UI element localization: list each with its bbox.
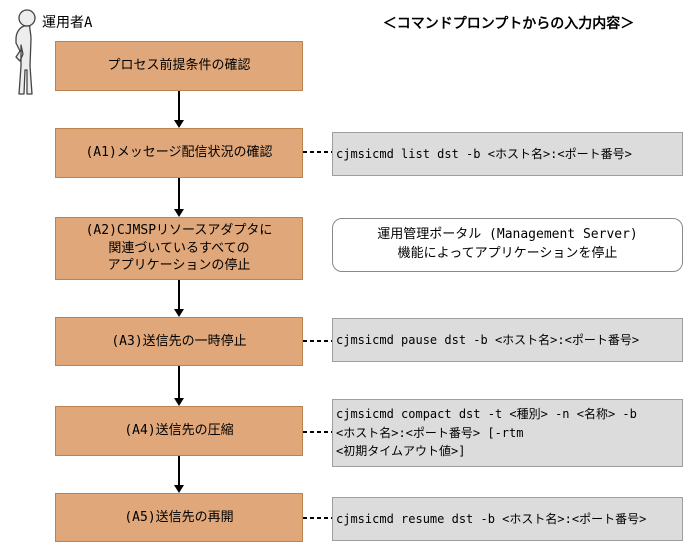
flow-arrow-5 <box>173 456 185 493</box>
operator-person-icon <box>15 9 36 95</box>
process-box-a1: (A1)メッセージ配信状況の確認 <box>55 128 303 178</box>
arrow-shaft <box>178 178 180 209</box>
command-box-a1-text: cjmsicmd list dst -b <ホスト名>:<ポート番号> <box>336 146 632 161</box>
process-box-a5-label: (A5)送信先の再開 <box>124 509 234 525</box>
note-box-a2: 運用管理ポータル (Management Server) 機能によってアプリケー… <box>332 218 683 272</box>
flow-arrow-4 <box>173 366 185 406</box>
dashed-connector-a3 <box>303 340 332 342</box>
process-box-a1-label: (A1)メッセージ配信状況の確認 <box>85 145 273 161</box>
arrow-shaft <box>178 280 180 309</box>
command-box-a4-text: cjmsicmd compact dst -t <種別> -n <名称> -b … <box>336 407 637 459</box>
actor-label: 運用者A <box>42 15 93 31</box>
flow-arrow-3 <box>173 280 185 317</box>
process-box-a3: (A3)送信先の一時停止 <box>55 317 303 366</box>
command-box-a3: cjmsicmd pause dst -b <ホスト名>:<ポート番号> <box>332 318 683 362</box>
arrow-head-icon <box>174 120 184 128</box>
note-box-a2-text: 運用管理ポータル (Management Server) 機能によってアプリケー… <box>377 227 638 261</box>
arrow-shaft <box>178 366 180 398</box>
arrow-head-icon <box>174 209 184 217</box>
process-box-a2: (A2)CJMSPリソースアダプタに 関連づいているすべての アプリケーションの… <box>55 217 303 280</box>
command-box-a5: cjmsicmd resume dst -b <ホスト名>:<ポート番号> <box>332 497 683 541</box>
process-box-a4: (A4)送信先の圧縮 <box>55 406 303 456</box>
dashed-connector-a5 <box>303 517 332 519</box>
arrow-shaft <box>178 91 180 120</box>
arrow-head-icon <box>174 398 184 406</box>
dashed-connector-a1 <box>303 151 332 153</box>
arrow-head-icon <box>174 309 184 317</box>
arrow-head-icon <box>174 485 184 493</box>
process-box-a2-label: (A2)CJMSPリソースアダプタに 関連づいているすべての アプリケーションの… <box>85 223 273 274</box>
command-box-a5-text: cjmsicmd resume dst -b <ホスト名>:<ポート番号> <box>336 511 647 526</box>
dashed-connector-a4 <box>303 431 332 433</box>
command-box-a1: cjmsicmd list dst -b <ホスト名>:<ポート番号> <box>332 132 683 176</box>
flow-arrow-1 <box>173 91 185 128</box>
flow-arrow-2 <box>173 178 185 217</box>
command-box-a3-text: cjmsicmd pause dst -b <ホスト名>:<ポート番号> <box>336 332 640 347</box>
process-box-start: プロセス前提条件の確認 <box>55 41 303 91</box>
process-box-a3-label: (A3)送信先の一時停止 <box>111 333 247 349</box>
process-box-start-label: プロセス前提条件の確認 <box>107 58 251 74</box>
command-box-a4: cjmsicmd compact dst -t <種別> -n <名称> -b … <box>332 399 683 467</box>
arrow-shaft <box>178 456 180 485</box>
process-box-a5: (A5)送信先の再開 <box>55 493 303 542</box>
command-column-header: ＜コマンドプロンプトからの入力内容＞ <box>382 16 635 32</box>
process-box-a4-label: (A4)送信先の圧縮 <box>124 423 234 439</box>
